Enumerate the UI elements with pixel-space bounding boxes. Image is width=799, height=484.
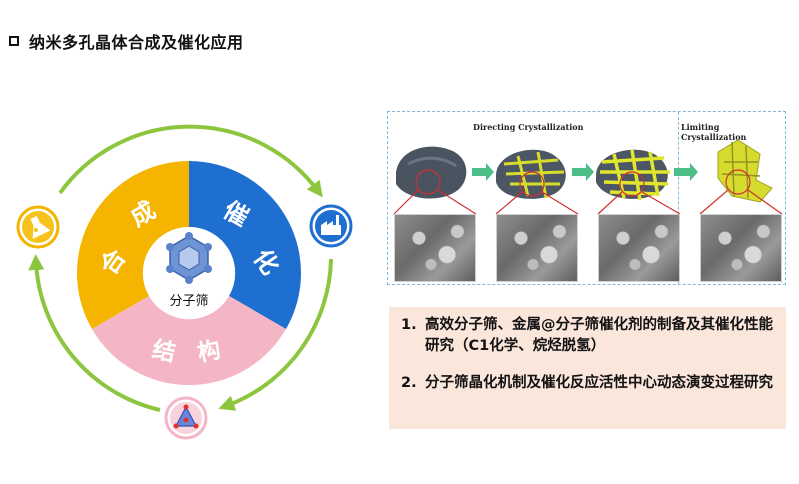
wheel bbox=[76, 161, 302, 386]
limiting-crystallization-label: Limiting Crystallization bbox=[681, 122, 747, 142]
partial-crystal-blob bbox=[496, 149, 566, 199]
cycle-arrow-top bbox=[58, 124, 323, 198]
factory-icon bbox=[309, 204, 353, 248]
process-arrows bbox=[472, 163, 698, 181]
sem-image-1 bbox=[394, 214, 476, 282]
research-item: 2. 分子筛晶化机制及催化反应活性中心动态演变过程研究 bbox=[401, 373, 776, 394]
section-header: 纳米多孔晶体合成及催化应用 bbox=[9, 29, 244, 53]
crystal-structure-icon bbox=[164, 396, 208, 440]
sem-image-2 bbox=[496, 214, 578, 282]
bullet-square-icon bbox=[9, 36, 19, 46]
section-title: 纳米多孔晶体合成及催化应用 bbox=[29, 33, 244, 52]
wheel-segment-right bbox=[189, 161, 302, 329]
limited-crystal bbox=[717, 139, 773, 203]
research-item-number: 1. bbox=[401, 317, 417, 333]
sem-image-3 bbox=[598, 214, 680, 282]
wheel-label-jie: 结 bbox=[150, 337, 178, 367]
wheel-label-gou: 构 bbox=[195, 336, 223, 367]
precursor-blob bbox=[396, 146, 467, 199]
directing-crystallization-label: Directing Crystallization bbox=[473, 122, 584, 132]
research-topics-box: 1. 高效分子筛、金属@分子筛催化剂的制备及其催化性能研究（C1化学、烷烃脱氢）… bbox=[389, 307, 786, 429]
wheel-segment-bottom bbox=[92, 296, 286, 386]
research-item: 1. 高效分子筛、金属@分子筛催化剂的制备及其催化性能研究（C1化学、烷烃脱氢） bbox=[401, 315, 776, 357]
synthesis-cycle-diagram: 合 成 催 化 结 构 分子筛 bbox=[16, 124, 353, 440]
research-item-text: 高效分子筛、金属@分子筛催化剂的制备及其催化性能研究（C1化学、烷烃脱氢） bbox=[425, 317, 773, 354]
zoom-callouts bbox=[393, 169, 783, 215]
cycle-arrow-right bbox=[218, 258, 333, 411]
panel-divider bbox=[678, 112, 679, 284]
wheel-center-label: 分子筛 bbox=[169, 294, 208, 309]
crystallization-figure-panel: Directing Crystallization Limiting Cryst… bbox=[387, 111, 786, 285]
wheel-segment-left bbox=[76, 161, 189, 329]
sem-image-row bbox=[388, 214, 785, 286]
research-item-number: 2. bbox=[401, 375, 417, 391]
cycle-ring bbox=[28, 124, 333, 412]
flask-icon bbox=[16, 205, 60, 249]
sem-image-4 bbox=[700, 214, 782, 282]
crystal-blob bbox=[596, 149, 670, 201]
research-item-text: 分子筛晶化机制及催化反应活性中心动态演变过程研究 bbox=[425, 375, 773, 391]
cycle-arrow-left bbox=[28, 254, 161, 412]
crystallization-schematic bbox=[393, 139, 783, 215]
zeolite-molecule-icon bbox=[166, 232, 212, 284]
